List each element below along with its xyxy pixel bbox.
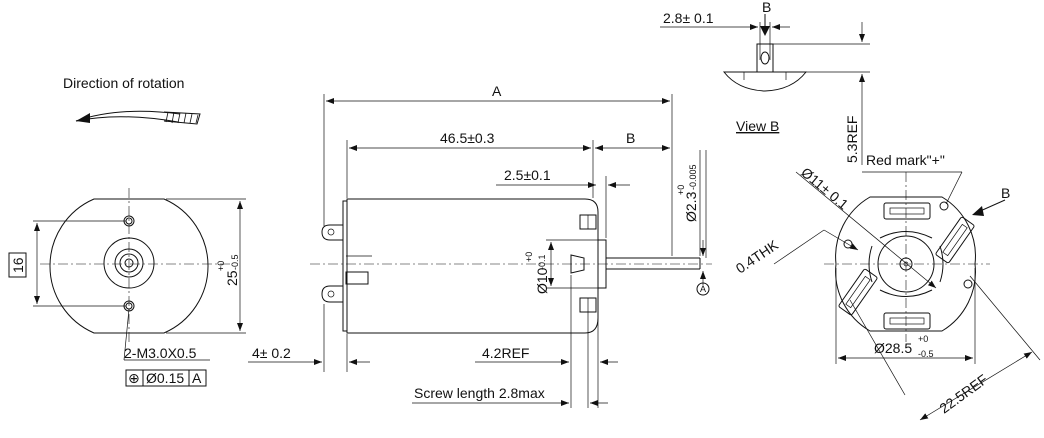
brush-terminal-bottom bbox=[883, 312, 931, 330]
view-b-title: View B bbox=[736, 118, 779, 134]
dim-boss-tol-down: -0.1 bbox=[537, 254, 547, 270]
terminal-bottom bbox=[321, 285, 343, 303]
mounting-screw-top bbox=[579, 214, 597, 230]
view-b-bracket bbox=[722, 71, 808, 92]
dim-A-label: A bbox=[492, 83, 502, 99]
dim-2-5-label: 2.5±0.1 bbox=[504, 167, 551, 183]
red-mark-hole bbox=[939, 201, 949, 211]
brush-terminal-right bbox=[935, 216, 975, 264]
position-tolerance-icon: ⊕ bbox=[128, 370, 140, 386]
dim-28-5-tol-up: +0 bbox=[918, 334, 928, 344]
brush-terminal-top bbox=[883, 202, 931, 220]
dim-boss-dia-label: Ø10 bbox=[534, 267, 550, 294]
dim-25-label: 25 bbox=[224, 270, 240, 286]
dim-25-tol-down: -0.5 bbox=[230, 254, 240, 270]
red-mark-label: Red mark"+" bbox=[866, 152, 945, 168]
dim-4-label: 4± 0.2 bbox=[252, 345, 291, 361]
dim-16-label: 16 bbox=[10, 257, 26, 273]
gtol-datum-ref: A bbox=[192, 370, 202, 386]
front-boss bbox=[597, 239, 607, 289]
terminal-top bbox=[321, 224, 343, 241]
dim-25-tol-up: +0 bbox=[216, 261, 226, 271]
direction-of-rotation-label: Direction of rotation bbox=[63, 75, 184, 91]
dim-28-5-tol-down: -0.5 bbox=[918, 349, 934, 359]
motor-can-body bbox=[346, 198, 599, 334]
dim-0-4-label: 0.4THK bbox=[733, 236, 782, 276]
dim-16-box bbox=[8, 252, 27, 278]
dim-2-8-label: 2.8± 0.1 bbox=[663, 10, 714, 26]
brush-terminal-left bbox=[838, 268, 878, 316]
rear-view: Red mark"+" Ø11± 0.1 0.4THK B Ø28.5 +0 -… bbox=[733, 152, 1041, 421]
rear-motor-outline bbox=[835, 196, 976, 332]
view-b: 2.8± 0.1 B 5.3REF View B bbox=[660, 0, 870, 165]
screw-length-label: Screw length 2.8max bbox=[414, 385, 545, 401]
view-b-arrow-icon bbox=[760, 26, 770, 36]
dim-B-side-label: B bbox=[626, 130, 635, 146]
dim-22-5-label: 22.5REF bbox=[936, 371, 990, 416]
front-view: Direction of rotation bbox=[8, 75, 246, 387]
rotation-arrow-icon bbox=[75, 110, 201, 125]
dim-shaft-dia-label: Ø2.3 bbox=[683, 191, 699, 222]
datum-A-symbol bbox=[696, 282, 710, 296]
dim-11-label: Ø11± 0.1 bbox=[798, 164, 852, 213]
position-tolerance-frame bbox=[125, 369, 207, 387]
side-view: A 46.5±0.3 B 2.5±0.1 Ø2.3 +0 -0.005 A Ø1… bbox=[248, 83, 712, 408]
dim-28-5-label: Ø28.5 bbox=[874, 340, 912, 356]
dim-boss-tol-up: +0 bbox=[524, 252, 534, 262]
dim-4-2-label: 4.2REF bbox=[482, 345, 529, 361]
arrow-b-right-icon bbox=[972, 206, 984, 216]
dim-5-3-label: 5.3REF bbox=[844, 116, 860, 163]
view-b-arrow-label: B bbox=[762, 0, 771, 15]
gtol-value: Ø0.15 bbox=[146, 370, 184, 386]
dim-46-5-label: 46.5±0.3 bbox=[440, 130, 495, 146]
screw-spec-label: 2-M3.0X0.5 bbox=[124, 345, 197, 361]
arrow-b-right-label: B bbox=[1001, 185, 1010, 201]
dim-shaft-tol-down: -0.005 bbox=[688, 164, 698, 190]
front-motor-outline bbox=[49, 198, 209, 334]
datum-A-label: A bbox=[700, 284, 706, 294]
mounting-screw-bottom bbox=[579, 297, 597, 313]
dim-shaft-tol-up: +0 bbox=[676, 185, 686, 195]
